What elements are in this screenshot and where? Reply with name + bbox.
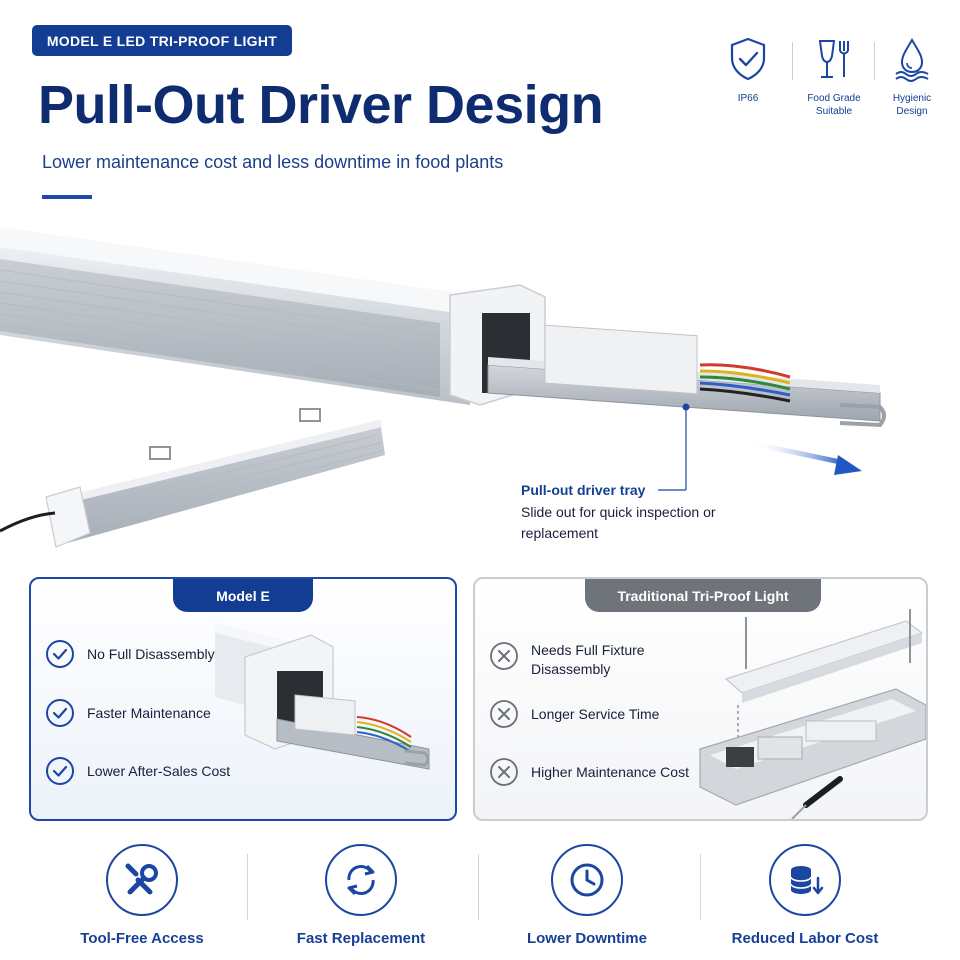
model-e-tab: Model E: [173, 579, 313, 612]
callout-description: Slide out for quick inspection or replac…: [521, 504, 716, 541]
traditional-feature: Needs Full Fixture Disassembly: [489, 641, 661, 679]
feature-label: Lower After-Sales Cost: [87, 762, 231, 779]
model-e-panel: Model E No Full Disassembly Faster Maint…: [29, 577, 457, 821]
feature-label: Longer Service Time: [531, 705, 660, 722]
certification-row: IP66 Food Grade Suitable Hygienic Design: [712, 36, 952, 136]
benefit-divider: [700, 854, 701, 920]
shield-check-icon: [730, 37, 766, 81]
x-circle-icon: [490, 758, 518, 786]
benefit-label: Fast Replacement: [296, 930, 426, 947]
check-circle-icon: [46, 699, 74, 727]
benefit-reduced-labor: Reduced Labor Cost: [695, 844, 915, 947]
coins-down-icon: [790, 866, 824, 895]
x-circle-icon: [490, 700, 518, 728]
page-subtitle: Lower maintenance cost and less downtime…: [42, 152, 504, 172]
model-e-feature: No Full Disassembly: [45, 639, 215, 669]
benefit-icon-ring: [106, 844, 178, 916]
cert-label: IP66: [737, 93, 759, 104]
cert-food-grade: Food Grade Suitable: [798, 36, 870, 118]
benefit-lower-downtime: Lower Downtime: [477, 844, 697, 947]
traditional-panel: Traditional Tri-Proof Light Needs Full F…: [473, 577, 928, 821]
page-title: Pull-Out Driver Design: [38, 75, 604, 135]
product-badge: MODEL E LED TRI-PROOF LIGHT: [32, 25, 292, 56]
clock-icon: [570, 863, 604, 897]
benefit-label: Reduced Labor Cost: [731, 930, 879, 947]
fork-glass-icon: [818, 40, 849, 78]
cert-divider: [874, 42, 875, 80]
benefit-icon-ring: [551, 844, 623, 916]
benefit-label: Tool-Free Access: [80, 930, 204, 947]
model-e-fixture-image: [215, 623, 430, 770]
traditional-tab: Traditional Tri-Proof Light: [585, 579, 821, 612]
check-circle-icon: [46, 640, 74, 668]
benefit-label: Lower Downtime: [526, 930, 647, 947]
hero-product-illustration: [0, 227, 886, 548]
traditional-feature: Longer Service Time: [489, 699, 659, 729]
refresh-icon: [347, 864, 375, 896]
water-drop-icon: [895, 38, 929, 82]
benefit-icon-ring: [769, 844, 841, 916]
traditional-fixture-image: [699, 609, 926, 819]
tools-icon: [125, 863, 158, 895]
x-circle-icon: [490, 642, 518, 670]
cert-divider: [792, 42, 793, 80]
cert-hygienic: Hygienic Design: [876, 36, 948, 118]
cert-label: Hygienic Design: [892, 93, 932, 117]
model-e-feature: Faster Maintenance: [45, 698, 211, 728]
cert-label: Food Grade Suitable: [807, 93, 861, 117]
benefit-icon-ring: [325, 844, 397, 916]
cert-ip66: IP66: [712, 36, 784, 105]
benefit-divider: [478, 854, 479, 920]
benefits-row: Tool-Free Access Fast Replacement Lower …: [0, 830, 960, 960]
callout-title: Pull-out driver tray: [521, 482, 646, 498]
model-e-feature: Lower After-Sales Cost: [45, 756, 230, 786]
feature-label: Needs Full Fixture Disassembly: [531, 642, 645, 677]
feature-label: Higher Maintenance Cost: [531, 763, 689, 780]
benefit-divider: [247, 854, 248, 920]
feature-label: Faster Maintenance: [87, 704, 211, 721]
traditional-feature: Higher Maintenance Cost: [489, 757, 689, 787]
check-circle-icon: [46, 757, 74, 785]
title-underline: [42, 195, 92, 199]
benefit-tool-free: Tool-Free Access: [32, 844, 252, 947]
benefit-fast-replacement: Fast Replacement: [251, 844, 471, 947]
feature-label: No Full Disassembly: [87, 645, 215, 662]
